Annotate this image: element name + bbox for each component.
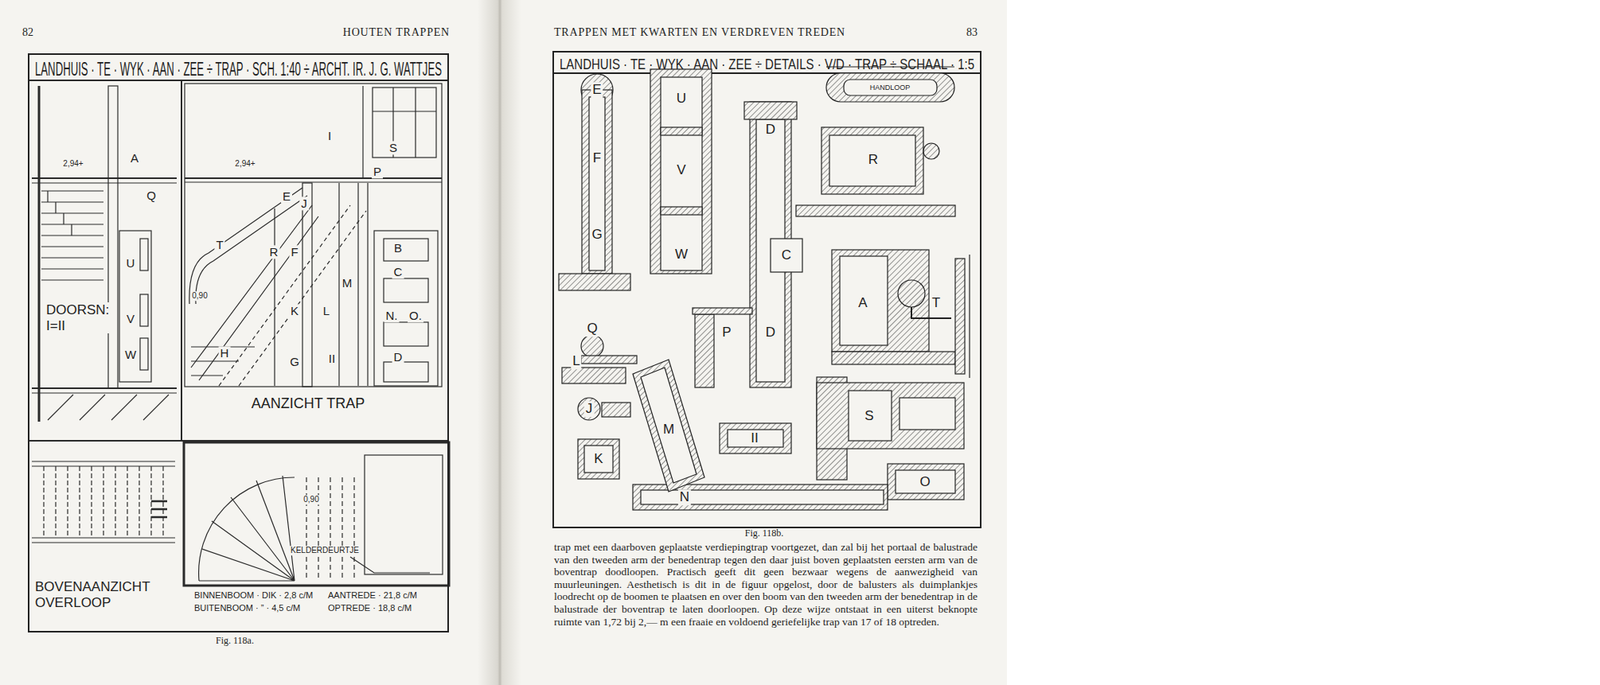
- part-letter: C: [392, 265, 405, 279]
- part-letter: V: [124, 312, 137, 326]
- part-letter: O.: [407, 308, 424, 323]
- dimension-note: OPTREDE · 18,8 c/M: [327, 603, 412, 614]
- part-letter: I: [326, 128, 333, 143]
- frame-title: LANDHUIS · TE · WYK · AAN · ZEE ÷ TRAP ·…: [35, 58, 442, 82]
- part-letter: D: [764, 324, 777, 341]
- part-letter: L: [570, 353, 582, 370]
- part-letter: M: [340, 276, 355, 290]
- part-letter: S: [387, 140, 399, 155]
- part-letter: Q: [144, 188, 158, 203]
- dimension-note: AANTREDE · 21,8 c/M: [327, 590, 418, 601]
- note-label: KELDERDEURTJE: [288, 546, 361, 556]
- figure-caption: Fig. 118a.: [215, 636, 254, 648]
- part-letter: J: [299, 196, 309, 211]
- part-letter: D: [764, 121, 777, 138]
- dimension: 2,94+: [233, 159, 257, 169]
- part-letter: T: [930, 295, 942, 312]
- part-letter: O: [917, 474, 932, 491]
- dimension: 2,94+: [61, 159, 85, 169]
- part-letter: N.: [384, 308, 400, 323]
- part-letter: F: [591, 150, 603, 167]
- part-letter: G: [288, 355, 301, 369]
- part-letter: H: [218, 346, 231, 360]
- part-letter: U: [124, 256, 137, 270]
- part-letter: A: [128, 151, 141, 165]
- part-letter: P: [371, 164, 383, 179]
- page-number: 82: [22, 26, 34, 40]
- stair-drawing: [27, 80, 449, 586]
- view-label: BOVENAANZICHT OVERLOOP: [35, 579, 155, 611]
- drawing-frame: LANDHUIS · TE · WYK · AAN · ZEE ÷ TRAP ·…: [27, 53, 449, 633]
- part-letter: D: [392, 350, 405, 364]
- page-ground: [0, 0, 1007, 685]
- part-letter: W: [673, 246, 690, 263]
- part-letter: K: [592, 451, 605, 468]
- part-letter: V: [675, 162, 687, 179]
- part-letter: E: [590, 81, 603, 98]
- section-label: DOORSN: I=II: [44, 302, 110, 334]
- gutter: [477, 0, 523, 685]
- part-letter: T: [214, 238, 225, 252]
- detail-drawing: [552, 66, 982, 511]
- running-head: HOUTEN TRAPPEN: [343, 26, 450, 40]
- dimension-note: BINNENBOOM · DIK · 2,8 c/M: [194, 590, 313, 601]
- running-head: TRAPPEN MET KWARTEN EN VERDREVEN TREDEN: [554, 26, 846, 40]
- dimension: 0,90: [301, 495, 320, 505]
- figure-caption: Fig. 118b.: [745, 528, 785, 540]
- part-letter: P: [720, 324, 733, 341]
- part-letter: S: [862, 408, 875, 425]
- part-letter: W: [123, 347, 138, 362]
- part-letter: G: [589, 226, 604, 243]
- part-letter: R: [268, 245, 281, 259]
- dimension-note: BUITENBOOM · ” · 4,5 c/M: [194, 603, 301, 614]
- part-letter: II: [327, 351, 337, 366]
- part-letter: E: [280, 189, 293, 203]
- part-letter: U: [675, 90, 688, 107]
- part-letter: F: [288, 245, 300, 259]
- body-text: trap met een daarboven geplaatste verdie…: [554, 541, 978, 629]
- part-letter: A: [856, 295, 869, 312]
- part-letter: Q: [585, 320, 599, 337]
- part-letter: M: [661, 421, 676, 438]
- part-name: HANDLOOP: [868, 83, 913, 92]
- frame-title: LANDHUIS · TE · WYK · AAN · ZEE ÷ DETAIL…: [559, 55, 975, 74]
- part-letter: C: [780, 247, 793, 264]
- dimension: 0,90: [190, 291, 209, 301]
- part-letter: B: [392, 241, 404, 255]
- view-label: AANZICHT TRAP: [251, 395, 365, 413]
- part-letter: J: [584, 401, 595, 418]
- part-letter: II: [749, 430, 760, 447]
- part-letter: K: [288, 304, 301, 318]
- part-letter: L: [321, 304, 332, 318]
- part-letter: N: [678, 489, 691, 506]
- page-number: 83: [966, 26, 978, 40]
- part-letter: R: [866, 152, 880, 168]
